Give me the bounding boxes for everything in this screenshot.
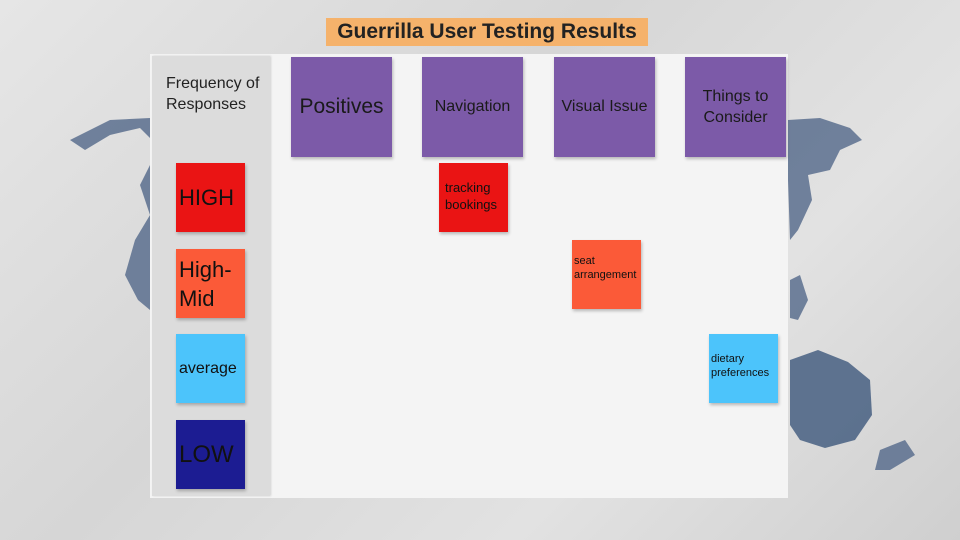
asia-shape bbox=[788, 118, 862, 240]
legend-title: Frequency of Responses bbox=[166, 75, 260, 113]
issue-tracking-bookings-text: tracking bookings bbox=[445, 180, 498, 212]
legend-low-label: LOW bbox=[179, 441, 234, 468]
issue-dietary-preferences-text: dietary preferences bbox=[711, 353, 770, 379]
legend-high-mid-label: High-Mid bbox=[179, 256, 232, 311]
legend-average-note[interactable]: average bbox=[176, 334, 245, 403]
islands-shape bbox=[790, 275, 915, 470]
category-navigation-label: Navigation bbox=[434, 98, 511, 115]
legend-low-note[interactable]: LOW bbox=[176, 420, 245, 489]
page-title: Guerrilla User Testing Results bbox=[326, 18, 648, 46]
issue-tracking-bookings[interactable]: tracking bookings bbox=[439, 163, 508, 232]
category-positives-label: Positives bbox=[299, 95, 384, 118]
category-navigation[interactable]: Navigation bbox=[422, 57, 523, 157]
category-visual-issue[interactable]: Visual Issue bbox=[554, 57, 655, 157]
australia-shape bbox=[790, 350, 872, 448]
north-america-shape bbox=[70, 118, 170, 310]
legend-high-note[interactable]: HIGH bbox=[176, 163, 245, 232]
category-things-to-consider[interactable]: Things to Consider bbox=[685, 57, 786, 157]
category-positives[interactable]: Positives bbox=[291, 57, 392, 157]
issue-seat-arrangement[interactable]: seat arrangement bbox=[572, 240, 641, 309]
category-things-to-consider-label: Things to Consider bbox=[702, 88, 769, 126]
legend-average-label: average bbox=[179, 360, 237, 377]
issue-dietary-preferences[interactable]: dietary preferences bbox=[709, 334, 778, 403]
legend-high-mid-note[interactable]: High-Mid bbox=[176, 249, 245, 318]
category-visual-issue-label: Visual Issue bbox=[561, 98, 648, 115]
issue-seat-arrangement-text: seat arrangement bbox=[574, 255, 637, 281]
legend-high-label: HIGH bbox=[179, 185, 234, 210]
